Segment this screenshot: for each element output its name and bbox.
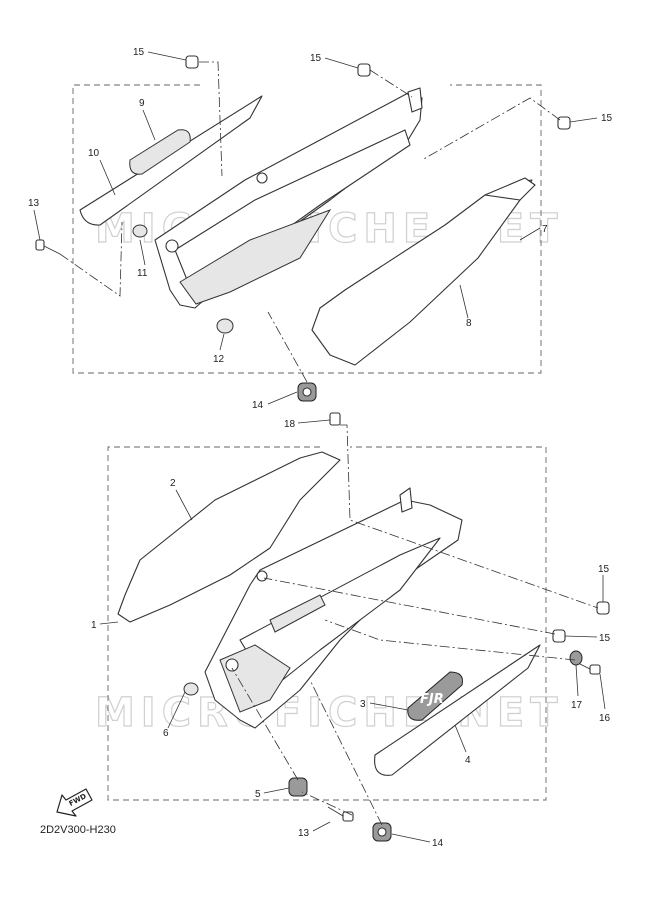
fwd-arrow-icon: FWD	[56, 788, 93, 817]
callout-15-d: 15	[598, 564, 610, 575]
part-11-grommet	[132, 224, 148, 238]
part-10-cover-strip	[79, 95, 263, 226]
centerline-clip-1	[199, 61, 223, 177]
callout-18: 18	[284, 419, 296, 430]
centerline-screw-top	[59, 221, 123, 297]
part-12-grommet	[216, 318, 234, 334]
callout-17: 17	[571, 700, 583, 711]
group-box-left-cover	[72, 84, 542, 374]
part-15-clip-3	[557, 116, 571, 130]
part-13-screw-top	[35, 239, 61, 255]
callout-11: 11	[137, 268, 148, 279]
part-14-damper-top	[297, 382, 317, 402]
callout-5: 5	[255, 789, 261, 800]
callout-1: 1	[91, 620, 97, 631]
callout-15-c: 15	[601, 113, 613, 124]
centerline-screw-13	[301, 791, 353, 816]
callout-15-b: 15	[310, 53, 322, 64]
part-6-grommet	[183, 682, 199, 696]
mounting-tab-top	[407, 87, 423, 113]
callout-15-e: 15	[599, 633, 611, 644]
mounting-hole-bottom-upper	[256, 570, 268, 582]
callout-15-a: 15	[133, 47, 145, 58]
part-5-damper	[288, 777, 308, 797]
centerline-clip-3	[421, 97, 561, 161]
part-4-cover-strip	[374, 644, 541, 776]
centerline-clip-18	[340, 424, 599, 609]
part-7-panel-edge	[484, 177, 536, 201]
callout-9: 9	[139, 98, 145, 109]
callout-4: 4	[465, 755, 471, 766]
part-18-clip	[329, 412, 341, 426]
part-9-emblem-plate	[129, 129, 191, 175]
part-15-clip-4	[596, 601, 610, 615]
centerline-damper-14	[309, 679, 383, 826]
callout-12: 12	[213, 354, 225, 365]
part-3-fjr-emblem: FJR	[407, 671, 463, 721]
callout-6: 6	[163, 728, 169, 739]
part-17-washer	[569, 650, 583, 666]
centerline-damper-top	[267, 311, 308, 383]
callout-7: 7	[542, 224, 548, 235]
mounting-hole-bottom-front	[225, 658, 239, 672]
part-16-bolt	[579, 663, 601, 675]
callout-13-a: 13	[28, 198, 40, 209]
cover-emblem-slot	[269, 594, 326, 633]
part-15-clip-1	[185, 55, 199, 69]
mounting-hole-upper	[256, 172, 268, 184]
part-15-clip-2	[357, 63, 371, 77]
centerline-bolt-16	[324, 619, 576, 661]
callout-14-a: 14	[252, 400, 264, 411]
part-2-side-cover	[117, 451, 341, 623]
callout-3: 3	[360, 699, 366, 710]
callout-8: 8	[466, 318, 472, 329]
group-box-right-cover	[107, 446, 547, 801]
centerline-clip-2	[369, 69, 413, 98]
mounting-hole-front	[165, 239, 179, 253]
callout-13-b: 13	[298, 828, 310, 839]
centerline-clip-5	[263, 577, 556, 635]
part-14-damper-bottom	[372, 822, 392, 842]
centerline-damper-5	[231, 667, 299, 781]
mounting-tab-bottom	[399, 487, 413, 513]
leader-lines	[33, 51, 606, 843]
part-left-side-cover-panel	[179, 209, 332, 305]
callout-14-b: 14	[432, 838, 444, 849]
callout-16: 16	[599, 713, 611, 724]
callout-2: 2	[170, 478, 176, 489]
callout-10: 10	[88, 148, 100, 159]
svg-text:FJR: FJR	[420, 692, 444, 707]
part-15-clip-5	[552, 629, 566, 643]
drawing-code: 2D2V300-H230	[40, 824, 116, 836]
